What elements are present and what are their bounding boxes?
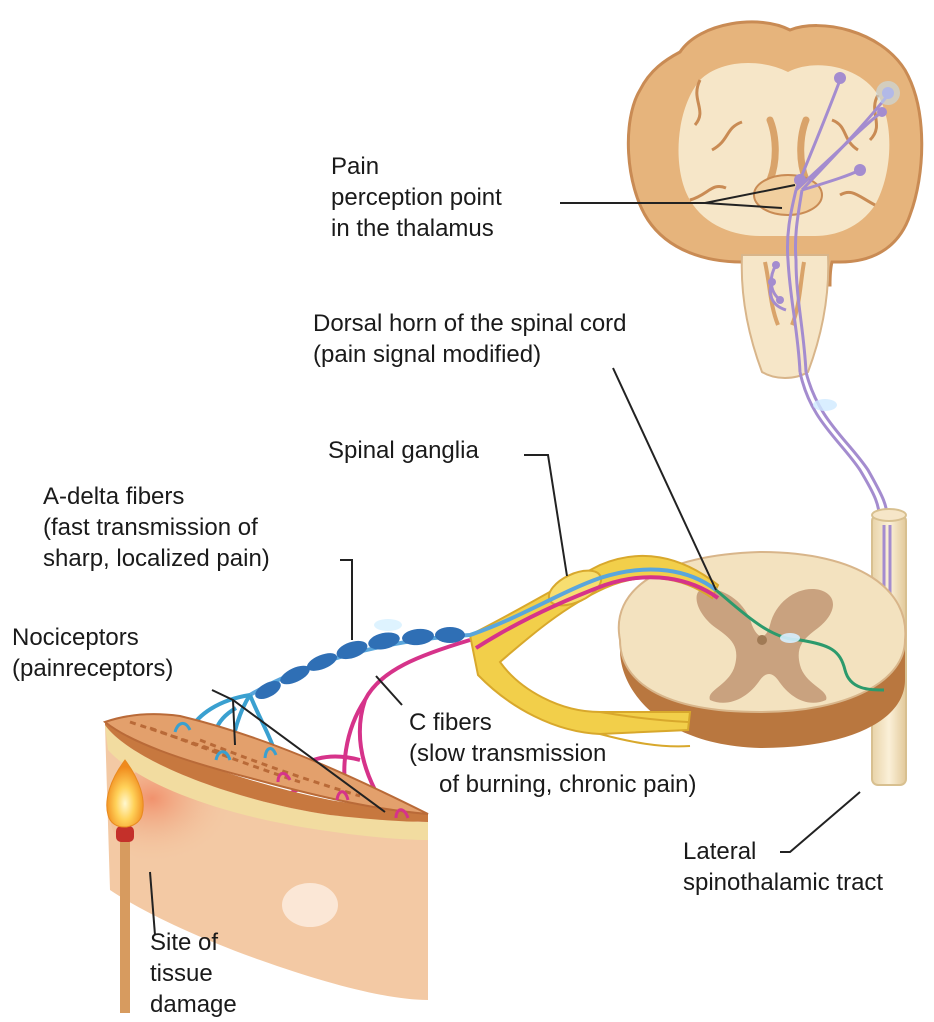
label-line: A-delta fibers xyxy=(43,481,270,512)
leader-a-delta xyxy=(340,560,352,640)
label-line: of burning, chronic pain) xyxy=(409,769,696,800)
label-line: C fibers xyxy=(409,707,696,738)
leader-c-fibers xyxy=(376,676,402,705)
label-line: perception point xyxy=(331,182,502,213)
label-line: (fast transmission of xyxy=(43,512,270,543)
label-c-fibers: C fibers (slow transmission of burning, … xyxy=(409,707,696,800)
label-dorsal-horn: Dorsal horn of the spinal cord (pain sig… xyxy=(313,308,627,370)
brain-coronal-section xyxy=(628,22,921,378)
label-nociceptors: Nociceptors (painreceptors) xyxy=(12,622,173,684)
label-line: Dorsal horn of the spinal cord xyxy=(313,308,627,339)
label-line: tissue xyxy=(150,958,237,989)
label-line: Site of xyxy=(150,927,237,958)
match-stick xyxy=(120,838,130,1013)
label-spinal-ganglia: Spinal ganglia xyxy=(328,435,479,466)
label-line: (pain signal modified) xyxy=(313,339,627,370)
label-line: Pain xyxy=(331,151,502,182)
label-line: damage xyxy=(150,989,237,1020)
label-line: spinothalamic tract xyxy=(683,867,883,898)
label-line: (painreceptors) xyxy=(12,653,173,684)
label-line: sharp, localized pain) xyxy=(43,543,270,574)
label-line: (slow transmission xyxy=(409,738,696,769)
brainstem xyxy=(742,255,829,378)
label-line: Spinal ganglia xyxy=(328,435,479,466)
label-line: in the thalamus xyxy=(331,213,502,244)
label-line: Nociceptors xyxy=(12,622,173,653)
label-thalamus: Pain perception point in the thalamus xyxy=(331,151,502,244)
leader-spinal-ganglia xyxy=(524,455,567,576)
label-site-of-damage: Site of tissue damage xyxy=(150,927,237,1020)
label-a-delta-fibers: A-delta fibers (fast transmission of sha… xyxy=(43,481,270,574)
label-line: Lateral xyxy=(683,836,883,867)
ascending-tract-fibers xyxy=(800,372,888,525)
label-lateral-tract: Lateral spinothalamic tract xyxy=(683,836,883,898)
